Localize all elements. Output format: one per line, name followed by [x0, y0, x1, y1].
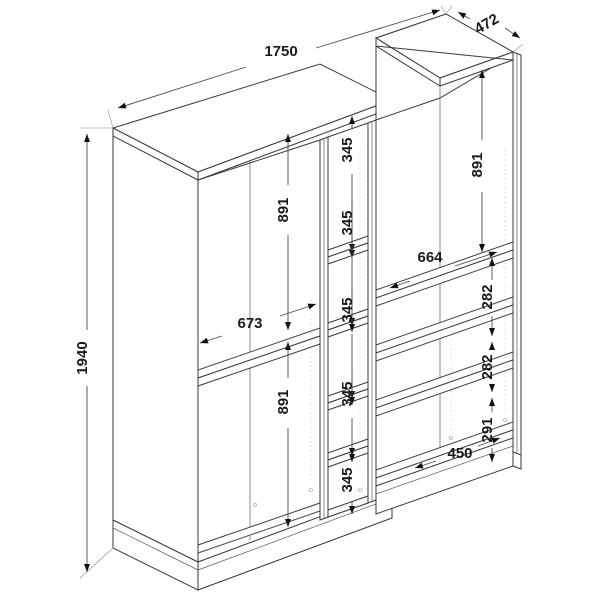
left-unit-bottom-board-line [197, 510, 321, 554]
left-unit-side-panel [112, 127, 199, 563]
left-unit-middle-shelf-back-line [197, 327, 321, 371]
center-shelf-column [327, 119, 377, 518]
dimension-label-width-1750: 1750 [264, 43, 297, 60]
dimension-labels: 1750 472 1940 891 673 891 345 345 345 34… [74, 10, 502, 492]
dimension-label-center-345-5: 345 [339, 467, 356, 492]
dowel-pin-mark [253, 503, 257, 507]
dimension-right-shelf-450 [414, 437, 501, 469]
dimension-label-left-shelf-673: 673 [237, 315, 262, 332]
dimension-left-shelf-673 [199, 303, 317, 344]
left-unit-middle-shelf-front [197, 335, 321, 387]
dimension-label-right-top-891: 891 [469, 152, 486, 177]
dimension-label-left-top-891: 891 [275, 197, 292, 222]
dimension-depth-472 [445, 5, 524, 53]
dimension-label-left-bot-891: 891 [275, 389, 292, 414]
dimension-label-center-345-4: 345 [339, 381, 356, 406]
left-unit-plinth-top-line [112, 527, 199, 571]
dimension-label-right-450: 450 [447, 445, 472, 462]
dimension-label-right-664: 664 [417, 249, 443, 266]
dimension-label-height-1940: 1940 [74, 341, 91, 374]
dimension-label-center-345-2: 345 [339, 210, 356, 235]
dimension-height-1940 [79, 127, 114, 579]
dimension-label-right-282-2: 282 [479, 354, 496, 379]
dimension-label-center-345-1: 345 [339, 137, 356, 162]
dowel-pin-mark [309, 488, 313, 492]
left-cabinet-unit [111, 63, 394, 591]
dowel-pin-mark [358, 488, 362, 492]
left-unit-plinth-top-line-2 [197, 497, 393, 571]
dimension-width-1750 [107, 5, 447, 129]
dimension-label-center-345-3: 345 [339, 297, 356, 322]
dowel-pin-mark [449, 436, 453, 440]
dimension-label-right-291: 291 [479, 417, 496, 442]
right-cabinet-unit [374, 13, 522, 515]
dimension-right-shelf-664 [389, 251, 498, 289]
dimension-label-right-282-1: 282 [479, 284, 496, 309]
dowel-pin-mark [503, 418, 507, 422]
left-unit-middle-shelf-top [197, 327, 321, 379]
